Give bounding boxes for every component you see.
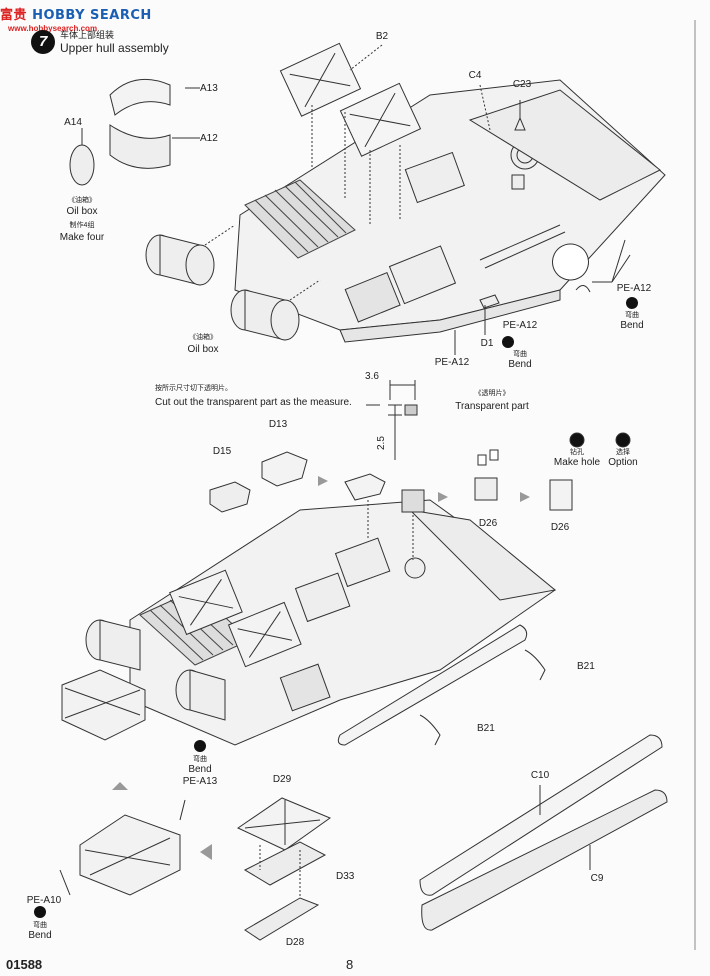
label-transparent: Transparent part [455, 401, 529, 412]
label-c9: C9 [590, 873, 604, 884]
label-a14: A14 [64, 117, 82, 128]
label-d13: D13 [268, 419, 288, 430]
label-pe-a10: PE-A10 [26, 895, 62, 906]
label-bend-cn-2: 弯曲 [513, 351, 527, 358]
label-oil-box2: Oil box [187, 344, 219, 355]
label-option: Option [608, 457, 638, 468]
label-c10: C10 [530, 770, 550, 781]
upper-hull-top-drawing [69, 42, 666, 355]
label-bend-1: Bend [620, 320, 644, 331]
label-d26b: D26 [550, 522, 570, 533]
label-make-hole-cn: 钻孔 [570, 449, 584, 456]
label-bend-3: Bend [188, 764, 212, 775]
label-bend-2: Bend [508, 359, 532, 370]
label-oil-box-cn: 《油箱》 [68, 197, 96, 204]
page-number: 8 [346, 957, 354, 972]
cut-instruction-cn: 按所示尺寸切下透明片。 [155, 385, 232, 392]
label-b2: B2 [375, 31, 389, 42]
upper-hull-bottom-drawing [61, 432, 631, 746]
watermark-url: www.hobbysearch.com [8, 24, 98, 33]
label-make-four: Make four [59, 232, 105, 243]
step-title: Upper hull assembly [60, 41, 169, 55]
step-number: 7 [39, 33, 48, 50]
label-pe-a12-right: PE-A12 [616, 283, 652, 294]
label-bend-cn-1: 弯曲 [625, 312, 639, 319]
label-d15: D15 [212, 446, 232, 457]
label-d1: D1 [480, 338, 494, 349]
label-oil-box2-cn: 《油箱》 [189, 334, 217, 341]
label-option-cn: 选择 [616, 449, 630, 456]
cut-instruction: Cut out the transparent part as the meas… [155, 397, 352, 408]
label-b21a: B21 [577, 661, 595, 672]
label-pe-a12-low: PE-A12 [434, 357, 470, 368]
step-number-badge [31, 30, 55, 54]
kit-code: 01588 [6, 957, 43, 972]
label-bend-cn-3: 弯曲 [193, 756, 207, 763]
label-c4: C4 [468, 70, 482, 81]
label-pe-a13: PE-A13 [182, 776, 218, 787]
label-a13: A13 [200, 83, 218, 94]
dim-2-5: 2.5 [376, 436, 387, 450]
label-a12: A12 [200, 133, 218, 144]
label-bend-cn-4: 弯曲 [33, 922, 47, 929]
label-c23: C23 [512, 79, 532, 90]
label-d33: D33 [336, 871, 355, 882]
label-bend-4: Bend [28, 930, 52, 941]
watermark-logo: 富贵 HOBBY SEARCH [0, 8, 152, 23]
step-title-cn: 车体上部组装 [60, 30, 115, 40]
label-d29: D29 [272, 774, 292, 785]
transparent-part-template [366, 380, 418, 460]
label-transparent-cn: 《透明片》 [474, 390, 510, 397]
label-d28: D28 [285, 937, 305, 948]
dim-3-6: 3.6 [365, 371, 379, 382]
label-b21b: B21 [477, 723, 495, 734]
label-oil-box: Oil box [66, 206, 98, 217]
bottom-exploded-parts [59, 734, 668, 941]
label-pe-a12-mid: PE-A12 [502, 320, 538, 331]
label-make-four-cn: 制作4组 [69, 222, 95, 229]
label-make-hole: Make hole [553, 457, 601, 468]
label-d26a: D26 [478, 518, 498, 529]
